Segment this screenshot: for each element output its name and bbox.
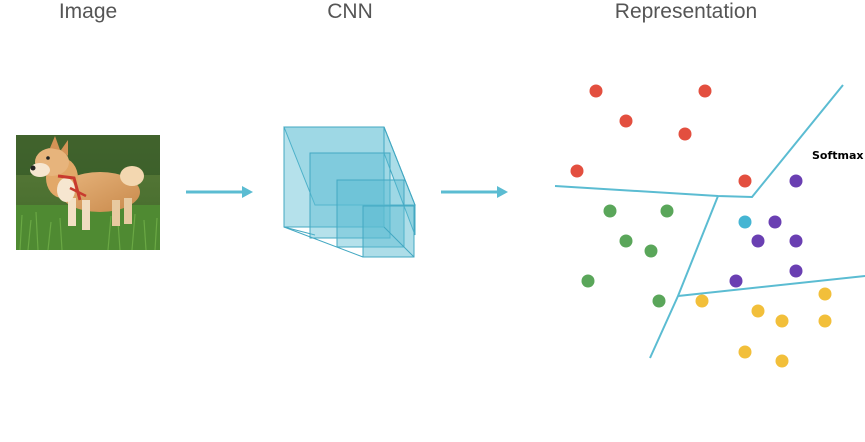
point-green	[660, 204, 674, 218]
point-green	[652, 294, 666, 308]
point-green	[619, 234, 633, 248]
boundary-top	[554, 84, 844, 199]
point-yellow	[775, 354, 789, 368]
point-yellow	[738, 345, 752, 359]
point-purple	[789, 174, 803, 188]
point-yellow	[775, 314, 789, 328]
point-green	[644, 244, 658, 258]
boundary-middle	[649, 195, 719, 359]
dog-photo	[16, 135, 160, 251]
point-purple	[789, 264, 803, 278]
point-green	[581, 274, 595, 288]
point-red	[570, 164, 584, 178]
point-red	[698, 84, 712, 98]
point-red	[619, 114, 633, 128]
arrow-cnn-to-representation	[441, 186, 508, 198]
point-yellow	[751, 304, 765, 318]
point-yellow	[818, 314, 832, 328]
point-red	[738, 174, 752, 188]
representation-heading: Representation	[615, 0, 757, 23]
point-purple	[751, 234, 765, 248]
point-red	[678, 127, 692, 141]
point-green	[603, 204, 617, 218]
cnn-heading: CNN	[327, 0, 373, 23]
point-purple	[729, 274, 743, 288]
boundary-right	[677, 275, 865, 297]
image-heading: Image	[59, 0, 117, 23]
point-purple	[768, 215, 782, 229]
scatter-points	[570, 84, 832, 368]
point-purple	[789, 234, 803, 248]
point-red	[589, 84, 603, 98]
cnn-cubes	[283, 126, 416, 258]
point-yellow	[818, 287, 832, 301]
decision-boundaries	[554, 84, 865, 359]
point-cyan	[738, 215, 752, 229]
point-yellow	[695, 294, 709, 308]
arrow-image-to-cnn	[186, 186, 253, 198]
softmax-label: Softmax	[812, 149, 864, 162]
